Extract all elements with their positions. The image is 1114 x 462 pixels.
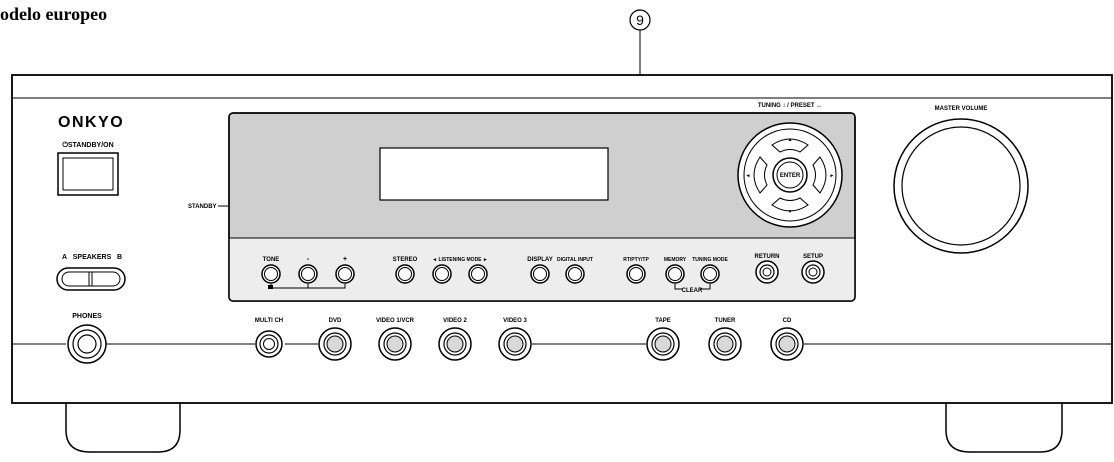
rt-pty-tp-label: RT/PTY/TP	[623, 257, 649, 263]
memory-button[interactable]	[665, 264, 685, 284]
speakers-switch[interactable]	[56, 267, 126, 291]
clear-bracket	[674, 284, 711, 290]
input-button-video-2[interactable]	[438, 327, 472, 361]
display-button[interactable]	[530, 264, 550, 284]
standby-label: STANDBY	[188, 204, 217, 210]
input-label-cd: CD	[783, 318, 792, 324]
input-button-multi-ch[interactable]	[255, 330, 283, 358]
standby-on-button[interactable]	[57, 152, 119, 196]
tone-plus-label: +	[343, 256, 347, 263]
input-button-tuner[interactable]	[708, 327, 742, 361]
display-window	[379, 147, 609, 201]
display-label: DISPLAY	[527, 257, 552, 263]
stereo-button[interactable]	[395, 264, 415, 284]
listening-mode-right-button[interactable]	[468, 264, 488, 284]
input-label-video-1-vcr: VIDEO 1/VCR	[376, 318, 415, 324]
preset-right-button[interactable]	[812, 156, 827, 194]
input-label-tape: TAPE	[655, 318, 671, 324]
tuning-mode-label: TUNING MODE	[692, 257, 728, 263]
enter-button[interactable]	[772, 157, 808, 193]
setup-label: SETUP	[803, 254, 823, 260]
phones-label: PHONES	[72, 313, 102, 320]
tone-plus-button[interactable]	[335, 264, 355, 284]
return-button[interactable]	[755, 260, 779, 284]
preset-left-button[interactable]	[753, 156, 768, 194]
tone-label: TONE	[263, 257, 280, 263]
right-arrow-icon: ►	[830, 173, 835, 179]
down-arrow-icon: ▼	[788, 209, 793, 215]
return-label: RETURN	[755, 254, 780, 260]
tuning-mode-button[interactable]	[700, 264, 720, 284]
tone-minus-button[interactable]	[298, 264, 318, 284]
input-button-video-1-vcr[interactable]	[378, 327, 412, 361]
clear-label: CLEAR	[682, 288, 703, 294]
input-button-cd[interactable]	[770, 327, 804, 361]
phones-jack[interactable]	[67, 324, 107, 364]
rt-pty-tp-button[interactable]	[626, 264, 646, 284]
listening-mode-label: ◄ LISTENING MODE ►	[432, 257, 488, 263]
digital-input-label: DIGITAL INPUT	[557, 257, 593, 263]
input-button-tape[interactable]	[646, 327, 680, 361]
input-label-video-3: VIDEO 3	[503, 318, 527, 324]
callout-number: 9	[636, 12, 644, 28]
master-volume-knob[interactable]	[893, 118, 1029, 254]
input-label-dvd: DVD	[329, 318, 342, 324]
speakers-b-label: B	[117, 254, 122, 261]
tone-minus-label: -	[307, 256, 310, 263]
standby-on-label: ⏻STANDBY/ON	[62, 141, 113, 149]
input-label-multi-ch: MULTI CH	[255, 318, 283, 324]
input-selector-row: MULTI CH DVD VIDEO 1/VCR VIDEO 2 VIDEO 3 TAPE…	[255, 318, 862, 361]
stereo-label: STEREO	[393, 257, 418, 263]
input-button-video-3[interactable]	[498, 327, 532, 361]
tone-button[interactable]	[261, 264, 281, 284]
left-foot	[65, 402, 181, 453]
tuning-down-button[interactable]	[771, 197, 809, 212]
tuning-up-button[interactable]	[771, 138, 809, 153]
left-arrow-icon: ◄	[746, 173, 751, 179]
brand-logo: ONKYO	[58, 114, 124, 131]
setup-button[interactable]	[801, 260, 825, 284]
input-button-dvd[interactable]	[318, 327, 352, 361]
listening-mode-left-button[interactable]	[432, 264, 452, 284]
enter-label: ENTER	[780, 173, 801, 179]
page-heading: odelo europeo	[0, 4, 108, 24]
digital-input-button[interactable]	[565, 264, 585, 284]
input-label-tuner: TUNER	[715, 318, 736, 324]
speakers-a-label: A	[62, 254, 67, 261]
input-label-video-2: VIDEO 2	[443, 318, 467, 324]
up-arrow-icon: ▲	[788, 137, 793, 143]
right-foot	[945, 402, 1063, 453]
memory-label: MEMORY	[664, 257, 687, 263]
master-volume-label: MASTER VOLUME	[935, 106, 988, 112]
speakers-label: SPEAKERS	[73, 254, 112, 261]
tuning-preset-dpad: ▲ ▼ ◄ ► ENTER	[737, 122, 843, 228]
tuning-preset-label: TUNING ↕ / PRESET ↔	[758, 103, 822, 109]
